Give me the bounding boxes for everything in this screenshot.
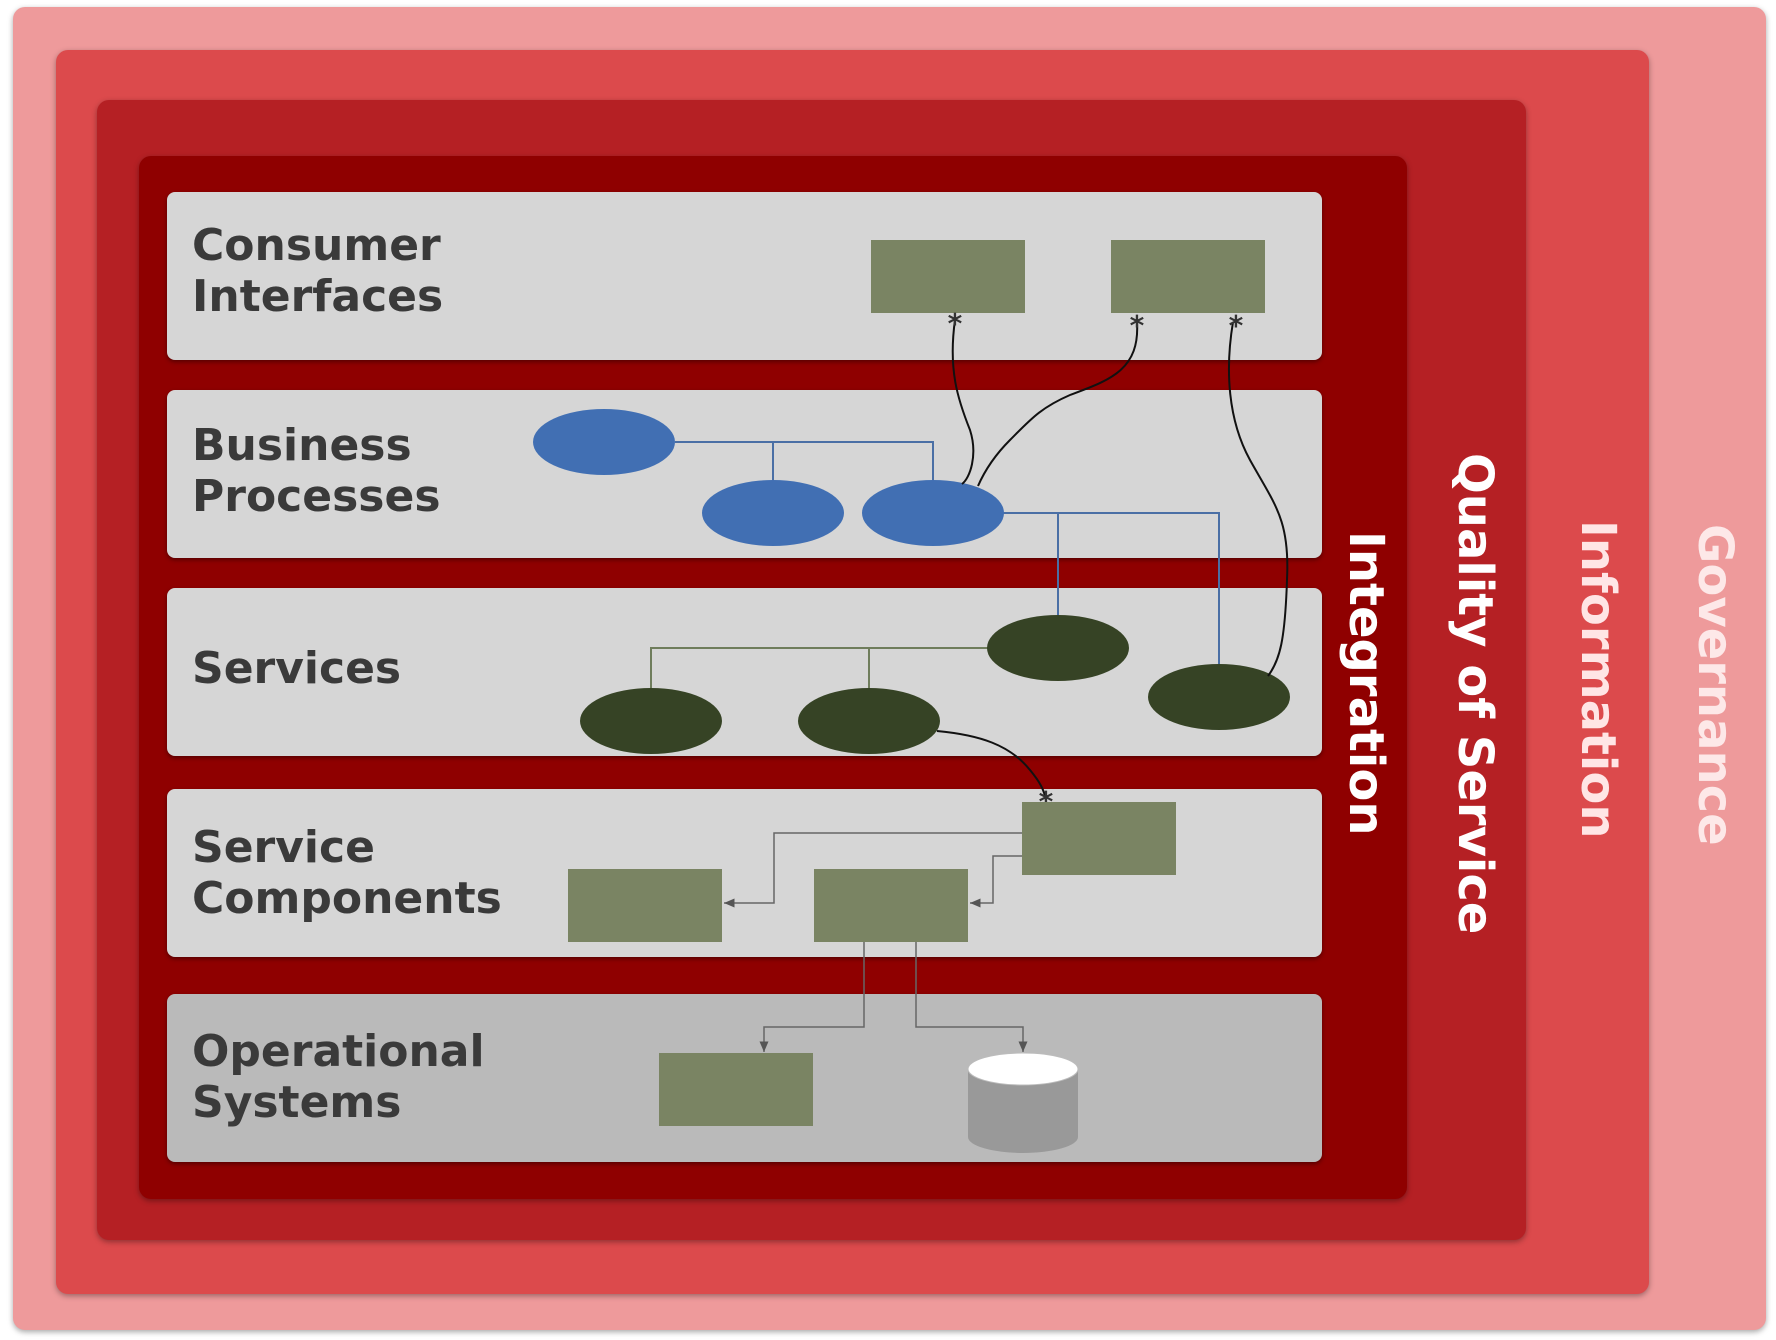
title-line: Systems [192, 1077, 402, 1128]
business-processes-title: Business Processes [192, 420, 612, 522]
operational-systems-layer: Operational Systems [167, 994, 1322, 1162]
consumer-interfaces-layer: Consumer Interfaces [167, 192, 1322, 360]
services-title: Services [192, 643, 612, 694]
information-label: Information [1570, 520, 1626, 839]
title-line: Operational [192, 1026, 485, 1077]
integration-label: Integration [1338, 531, 1394, 836]
governance-label: Governance [1687, 524, 1743, 846]
title-line: Consumer [192, 220, 441, 271]
operational-systems-title: Operational Systems [192, 1026, 612, 1128]
title-line: Components [192, 873, 502, 924]
consumer-interfaces-title: Consumer Interfaces [192, 220, 612, 322]
title-line: Services [192, 643, 402, 694]
business-processes-layer: Business Processes [167, 390, 1322, 558]
title-line: Interfaces [192, 271, 444, 322]
quality-of-service-label: Quality of Service [1447, 453, 1503, 935]
title-line: Service [192, 822, 375, 873]
title-line: Processes [192, 471, 441, 522]
service-components-layer: Service Components [167, 789, 1322, 957]
service-components-title: Service Components [192, 822, 612, 924]
title-line: Business [192, 420, 412, 471]
services-layer: Services [167, 588, 1322, 756]
